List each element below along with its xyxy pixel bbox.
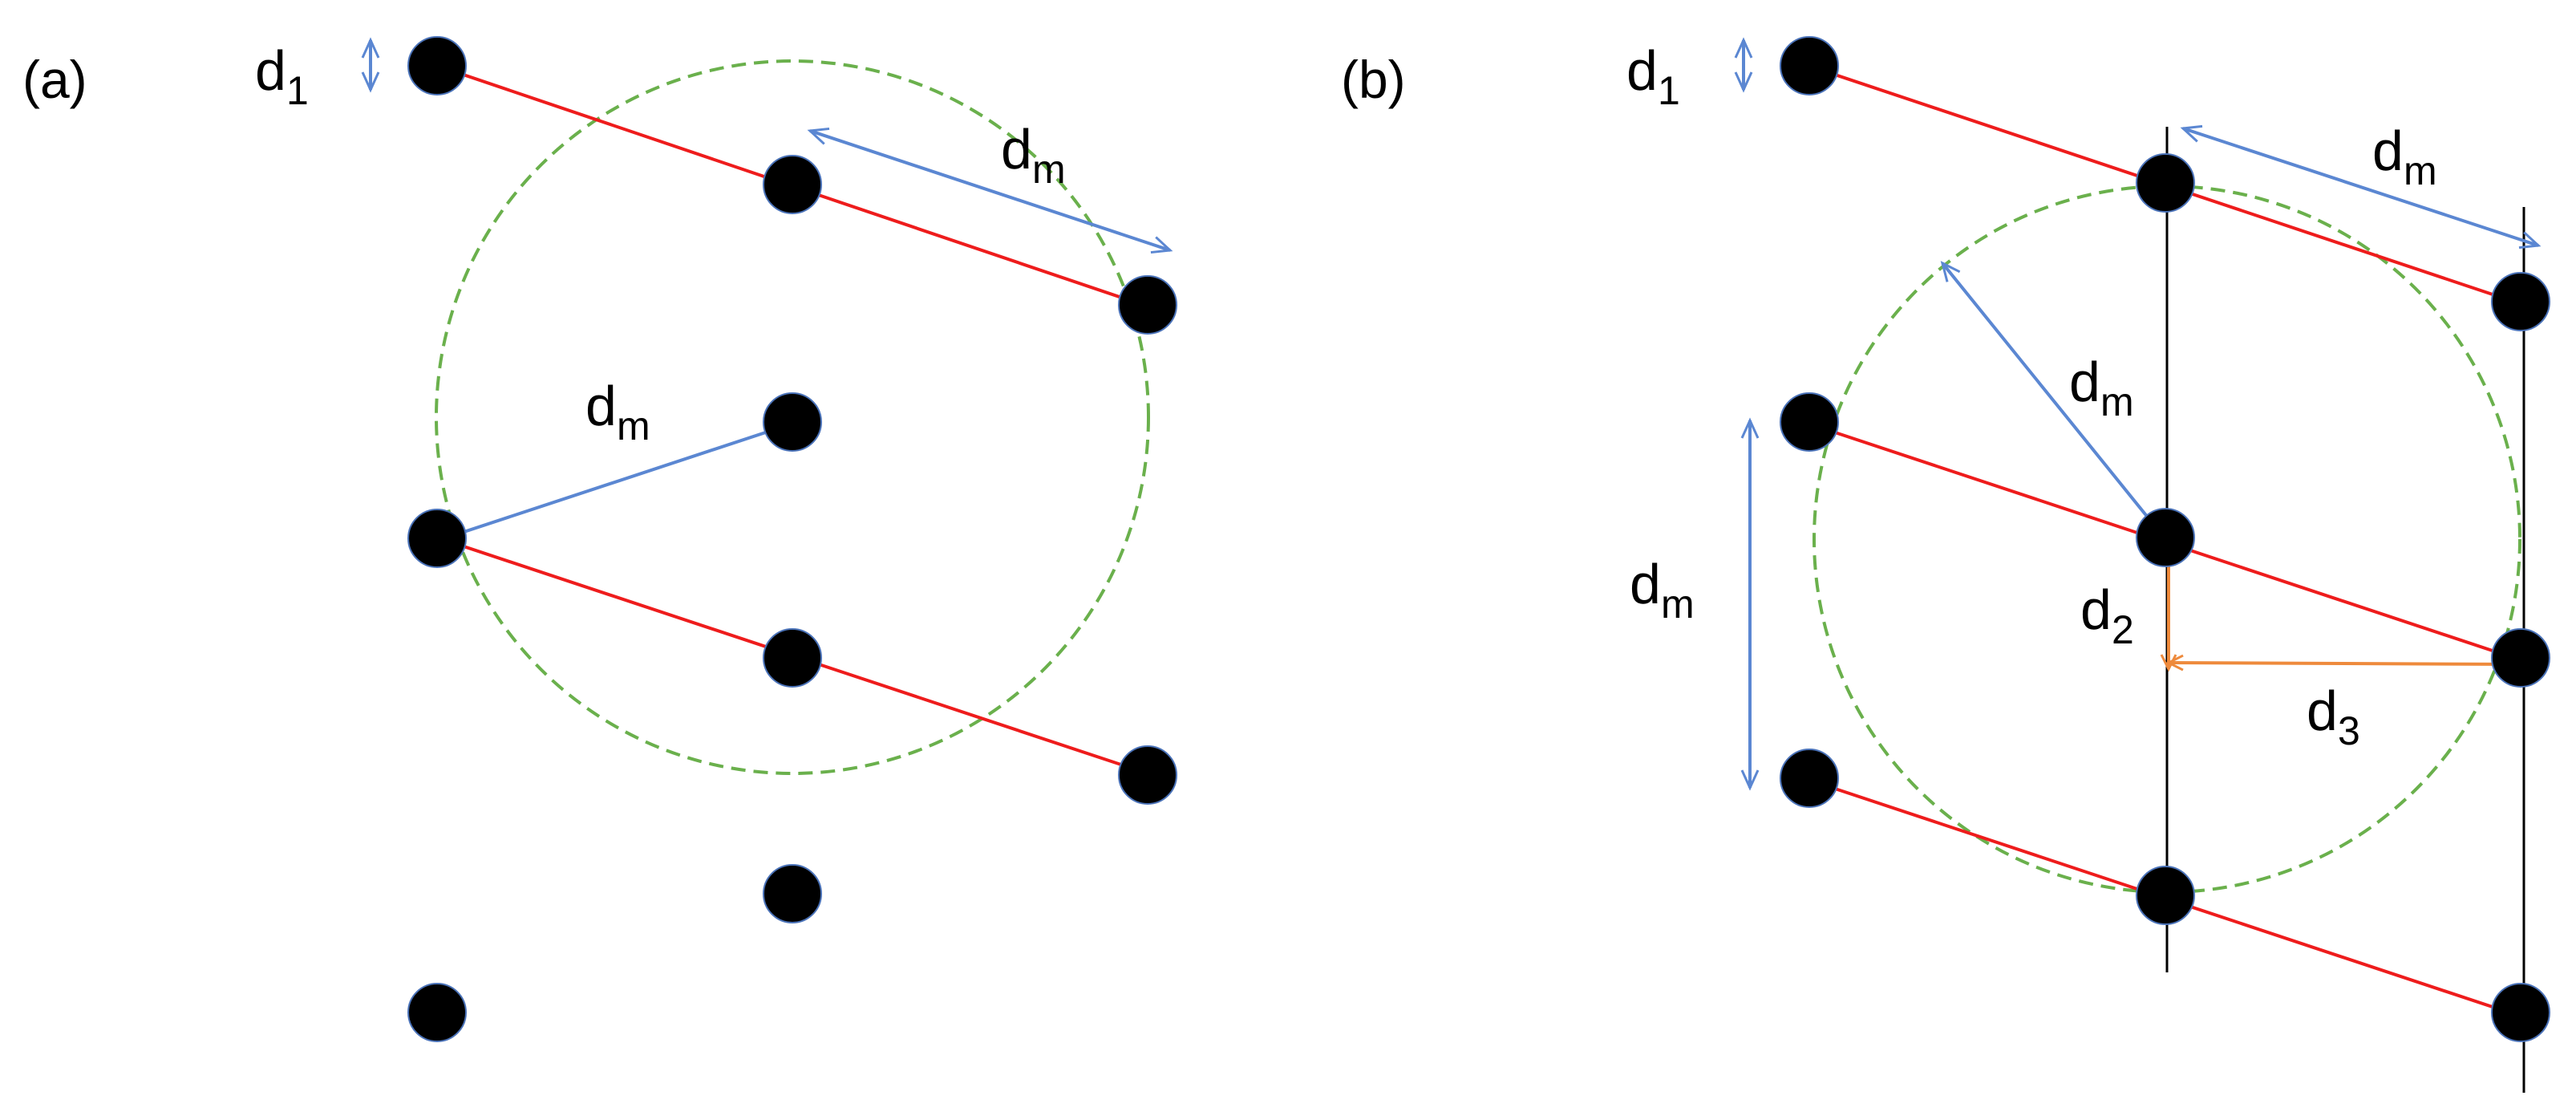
panel-b: (b) d1 dm dm dm d2 (1341, 36, 2550, 1093)
atom (763, 864, 822, 923)
atom (2136, 508, 2195, 567)
atoms-panel-b (1780, 36, 2550, 1042)
d3-arrow (2165, 654, 2525, 673)
atom (2491, 628, 2550, 688)
d1-label: d1 (255, 39, 309, 113)
atom (1780, 749, 1839, 808)
neighbour-cutoff-circle (435, 59, 1150, 775)
atoms-panel-a (407, 36, 1177, 1042)
dm-top-label: dm (1001, 118, 1066, 192)
atom (1118, 745, 1177, 805)
atom (2136, 153, 2195, 213)
atom (1118, 275, 1177, 335)
dm-top-arrow (807, 127, 1173, 254)
dm-radius-arrow (439, 420, 796, 543)
dm-top-label: dm (2372, 120, 2437, 193)
atom (2136, 866, 2195, 925)
atom (763, 155, 822, 214)
d2-label: d2 (2080, 578, 2134, 652)
atom (1780, 36, 1839, 95)
d1-label: d1 (1626, 39, 1680, 113)
dm-radius-label: dm (585, 375, 650, 448)
d3-label: d3 (2307, 680, 2360, 753)
panel-b-label: (b) (1341, 50, 1406, 109)
panel-a-label: (a) (22, 50, 87, 109)
atom (407, 509, 467, 568)
dm-radius-label: dm (2069, 351, 2134, 424)
panel-a: (a) d1 dm dm (22, 36, 1177, 1042)
atom (407, 36, 467, 95)
atom (763, 628, 822, 688)
atom (763, 392, 822, 452)
dm-top-arrow (2180, 124, 2542, 250)
atom (1780, 392, 1839, 452)
atom (2491, 983, 2550, 1042)
dm-radius-arrow (1940, 261, 2168, 542)
atom (2491, 272, 2550, 331)
dm-vertical-label: dm (1630, 553, 1695, 627)
atom (407, 983, 467, 1042)
